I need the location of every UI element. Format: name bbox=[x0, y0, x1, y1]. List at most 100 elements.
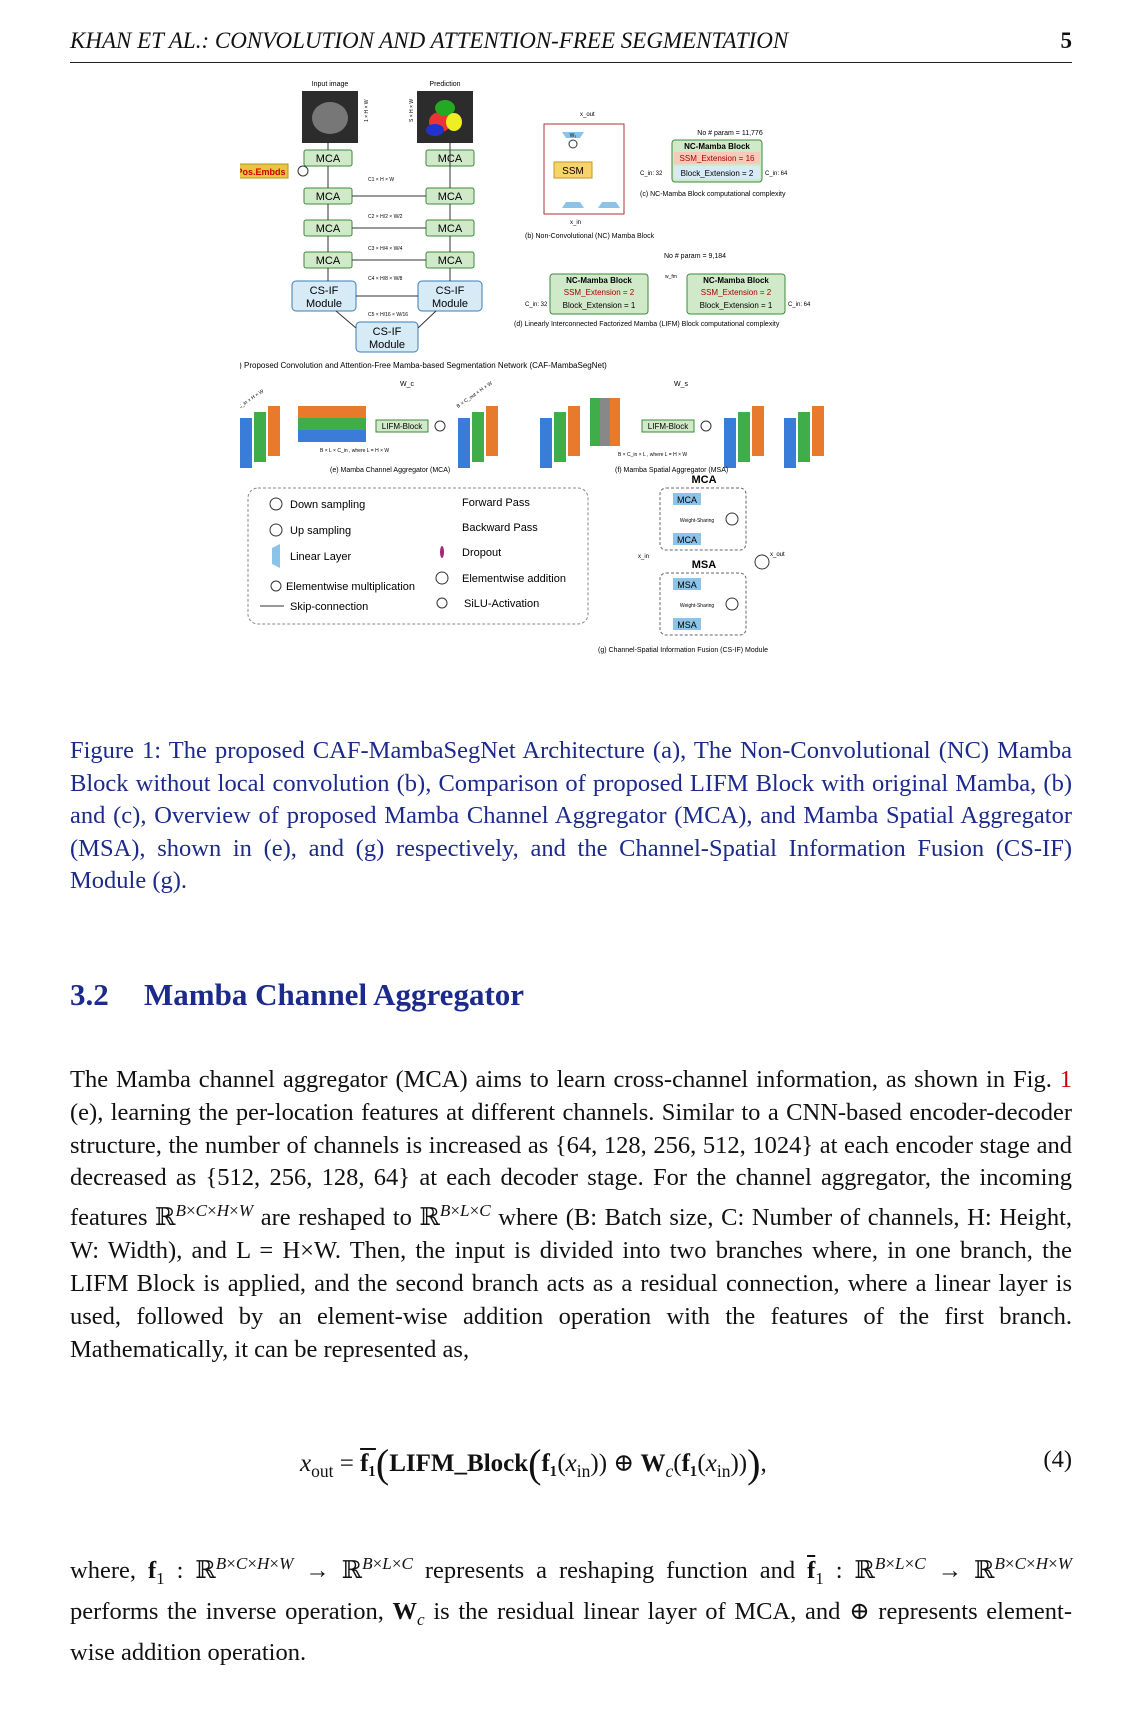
d1-block: Block_Extension = 1 bbox=[563, 301, 636, 310]
g-final-add bbox=[754, 554, 770, 570]
figure-reference-link[interactable]: 1 bbox=[1059, 1066, 1073, 1093]
c-cin32: C_in: 32 bbox=[640, 171, 663, 177]
c-nc-title: NC-Mamba Block bbox=[684, 142, 750, 151]
section-heading: 3.2 Mamba Channel Aggregator bbox=[70, 977, 524, 1013]
d2-title: NC-Mamba Block bbox=[703, 276, 769, 285]
eq-xin: x bbox=[565, 1450, 577, 1477]
eq-xin-sub: in bbox=[576, 1461, 591, 1481]
msa-add-icon bbox=[700, 420, 712, 432]
d1-ssm: SSM_Extension = 2 bbox=[564, 288, 635, 297]
msa-reshape bbox=[590, 398, 620, 446]
skip-lines bbox=[327, 143, 451, 329]
legend-silu: SiLU-Activation bbox=[464, 598, 539, 610]
d-wfm: w_fm bbox=[665, 274, 677, 280]
para-part-3: are reshaped to bbox=[260, 1204, 412, 1232]
g-mca-top: MCA bbox=[677, 495, 697, 505]
eq-f1: f₁ bbox=[541, 1450, 558, 1477]
d-nc-block-2 bbox=[686, 273, 786, 315]
g-mca-bot: MCA bbox=[677, 535, 697, 545]
pred-dim: S × H × W bbox=[409, 99, 415, 122]
eq-lifm: LIFM_Block bbox=[389, 1450, 529, 1477]
bottleneck-csif-1: CS-IF bbox=[373, 326, 402, 338]
encoder-column: MCA MCA MCA MCA CS-IF Module bbox=[291, 149, 357, 312]
fig-f-label: (f) Mamba Spatial Aggregator (MSA) bbox=[615, 467, 728, 474]
legend-box bbox=[247, 487, 589, 625]
c4-dim: C4 × H/8 × W/8 bbox=[368, 276, 403, 282]
c3-dim: C3 × H/4 × W/4 bbox=[368, 246, 403, 252]
g-msa-top: MSA bbox=[677, 580, 697, 590]
g-msa-group bbox=[659, 572, 747, 636]
g-msa-add bbox=[725, 597, 739, 611]
g-msa-bot: MSA bbox=[677, 620, 697, 630]
msa-output-stack bbox=[724, 406, 764, 468]
eq-f1-2: f₁ bbox=[681, 1450, 698, 1477]
g-mca-title: MCA bbox=[691, 474, 716, 486]
enc-mca-4: MCA bbox=[316, 255, 341, 267]
mca-add-icon bbox=[434, 420, 446, 432]
g-ws-2: Weight-Sharing bbox=[680, 603, 715, 609]
fig-a-label: (a) Proposed Convolution and Attention-F… bbox=[240, 361, 607, 370]
mca-output-stack bbox=[458, 406, 498, 468]
g-mca-bot-bg bbox=[673, 533, 701, 545]
page-number: 5 bbox=[1060, 28, 1073, 53]
prediction-blue-region bbox=[426, 124, 444, 136]
eq-wc: W bbox=[640, 1450, 666, 1477]
mca-reshape bbox=[298, 406, 366, 442]
legend-linear: Linear Layer bbox=[290, 551, 351, 563]
c5-dim: C5 × H/16 × W/16 bbox=[368, 312, 408, 318]
legend-mult: Elementwise multiplication bbox=[286, 581, 415, 593]
mca-lifm-label: LIFM-Block bbox=[382, 422, 423, 431]
legend-skip: Skip-connection bbox=[290, 601, 368, 613]
enc-mca-2: MCA bbox=[316, 191, 341, 203]
eq-xin-sub-2: in bbox=[716, 1461, 731, 1481]
g-mca-add bbox=[725, 512, 739, 526]
dec-mca-4: MCA bbox=[438, 255, 463, 267]
legend-dropout: Dropout bbox=[462, 547, 501, 559]
pos-embds-label: Pos.Embds bbox=[240, 167, 286, 177]
c-block-ext: Block_Extension = 2 bbox=[681, 169, 754, 178]
msa-input-stack bbox=[540, 406, 580, 468]
d1-title: NC-Mamba Block bbox=[566, 276, 632, 285]
para-part-1: The Mamba channel aggregator (MCA) aims … bbox=[70, 1066, 1052, 1093]
w2-layer bbox=[598, 202, 620, 208]
w1-layer bbox=[562, 202, 584, 208]
legend: Down sampling Up sampling Linear Layer E… bbox=[260, 497, 566, 613]
c-param: No # param = 11,776 bbox=[697, 130, 763, 137]
legend-up: Up sampling bbox=[290, 525, 351, 537]
mca-input-stack bbox=[240, 406, 280, 468]
b-xout: x_out bbox=[580, 112, 595, 118]
body-paragraph: The Mamba channel aggregator (MCA) aims … bbox=[70, 1066, 1073, 1363]
c2-dim: C2 × H/2 × W/2 bbox=[368, 214, 403, 220]
enc-mca-1: MCA bbox=[316, 153, 341, 165]
b-xin: x_in bbox=[570, 220, 581, 226]
prediction-label: Prediction bbox=[429, 81, 460, 88]
where-3: performs the inverse operation, bbox=[70, 1597, 384, 1625]
fig-b-label: (b) Non-Convolutional (NC) Mamba Block bbox=[525, 233, 655, 240]
dec-mca-2: MCA bbox=[438, 191, 463, 203]
w3-layer bbox=[562, 132, 584, 138]
d2-block: Block_Extension = 1 bbox=[700, 301, 773, 310]
c1-dim: C1 × H × W bbox=[368, 177, 394, 183]
section-number: 3.2 bbox=[70, 977, 109, 1012]
g-ws-1: Weight-Sharing bbox=[680, 518, 715, 524]
input-image-label: Input image bbox=[312, 81, 349, 88]
d-nc-block-1 bbox=[549, 273, 649, 315]
g-mca-top-bg bbox=[673, 493, 701, 505]
input-dim: 1 × H × W bbox=[364, 99, 370, 122]
legend-down: Down sampling bbox=[290, 499, 365, 511]
d-param: No # param = 9,184 bbox=[664, 253, 726, 260]
header-title: KHAN ET AL.: CONVOLUTION AND ATTENTION-F… bbox=[70, 28, 789, 53]
where-paragraph: where, f1 : ℝB×C×H×W → ℝB×L×C represents… bbox=[70, 1554, 1073, 1666]
c-ssm-ext: SSM_Extension = 16 bbox=[680, 154, 755, 163]
nc-block-outline bbox=[543, 123, 625, 215]
where-2: represents a reshaping function and bbox=[424, 1557, 796, 1585]
pos-add-icon bbox=[297, 165, 309, 177]
running-header: KHAN ET AL.: CONVOLUTION AND ATTENTION-F… bbox=[70, 28, 1072, 63]
fig-c-label: (c) NC-Mamba Block computational complex… bbox=[640, 191, 786, 198]
mca-lifm-block bbox=[375, 419, 429, 433]
c-block-ext-bg bbox=[674, 166, 760, 179]
section-title: Mamba Channel Aggregator bbox=[144, 977, 525, 1012]
decoder-column: MCA MCA MCA MCA CS-IF Module bbox=[417, 149, 483, 312]
g-mca-group bbox=[659, 487, 747, 551]
c-ssm-ext-bg bbox=[674, 152, 760, 164]
